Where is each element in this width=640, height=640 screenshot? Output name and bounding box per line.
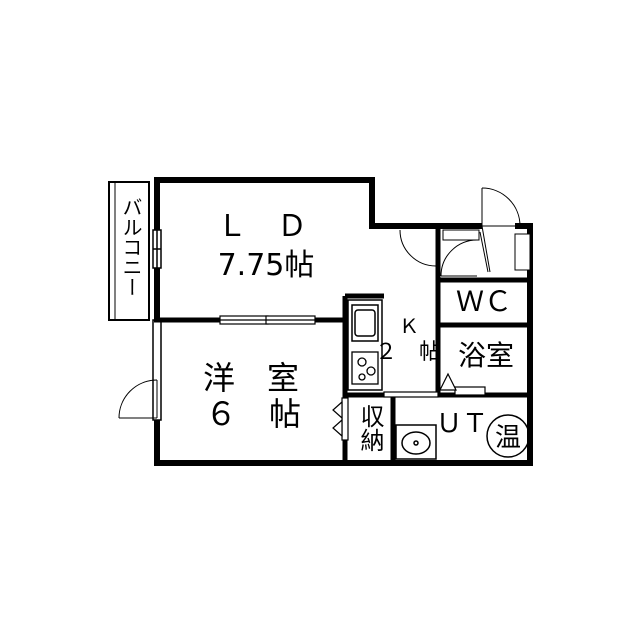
kitchen-name: Ｋ xyxy=(399,314,419,338)
wc-door xyxy=(440,229,480,277)
bath-label: 浴室 xyxy=(458,339,514,372)
ut-label: ＵＴ xyxy=(436,409,488,439)
western-room-exterior-door xyxy=(118,379,158,419)
bath-door xyxy=(439,372,486,396)
western-room-name: 洋 室 xyxy=(203,359,299,397)
washbasin xyxy=(395,424,437,460)
water-heater-label: 温 xyxy=(495,423,521,453)
ld-swing-door xyxy=(399,229,437,267)
kitchen-size: ２ 帖 xyxy=(375,340,441,365)
entrance-door xyxy=(479,187,531,273)
western-room-size: ６ 帖 xyxy=(205,395,301,433)
balcony-label: バルコニー xyxy=(119,197,143,297)
ld-partition-sliding-doors xyxy=(219,315,316,325)
storage-label: 収納 xyxy=(356,404,384,452)
balcony xyxy=(108,181,150,321)
ld-size: 7.75帖 xyxy=(218,248,315,283)
storage-door xyxy=(332,397,349,441)
kitchen-window xyxy=(383,391,439,398)
ld-name: Ｌ Ｄ xyxy=(217,209,307,244)
wc-label: ＷＣ xyxy=(456,285,512,318)
water-heater-icon xyxy=(486,414,530,458)
kitchen-stove xyxy=(351,351,379,385)
